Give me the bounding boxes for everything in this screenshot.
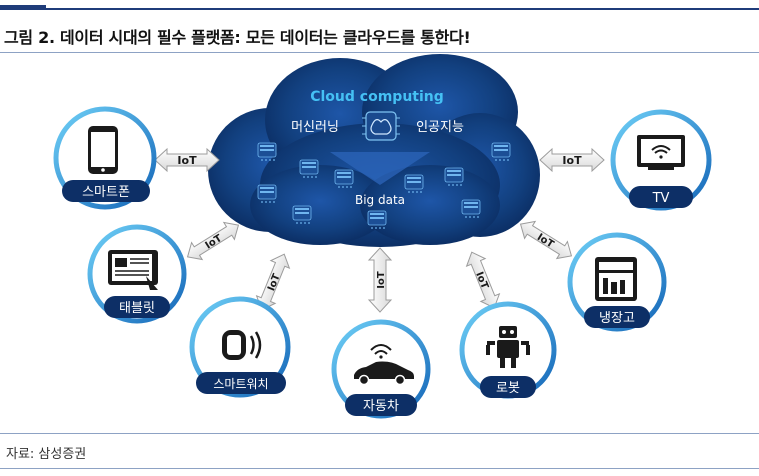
- bigdata-funnel: [330, 152, 430, 185]
- device-tv: TV: [610, 109, 712, 211]
- footer-rule: [0, 468, 759, 469]
- header-accent-bar: [0, 5, 46, 10]
- cloud-shape: [208, 54, 540, 247]
- device-car: 자동차: [331, 319, 431, 419]
- device-label: 태블릿: [119, 301, 155, 316]
- figure-title: 그림 2. 데이터 시대의 필수 플랫폼: 모든 데이터는 클라우드를 통한다!: [4, 28, 471, 47]
- iot-arrow-smartphone: IoT: [154, 147, 220, 173]
- iot-label: IoT: [562, 154, 582, 167]
- device-refrigerator: 냉장고: [567, 232, 667, 332]
- device-label: 냉장고: [599, 311, 635, 326]
- cloud-title: Cloud computing: [310, 89, 444, 105]
- bigdata-label: Big data: [355, 193, 405, 207]
- device-robot: 로봇: [459, 301, 557, 399]
- ai-label: 인공지능: [416, 120, 464, 135]
- iot-label: IoT: [177, 154, 197, 167]
- refrigerator-icon: [595, 257, 637, 301]
- iot-arrow-tablet: IoT: [186, 221, 240, 261]
- device-label: TV: [652, 191, 670, 206]
- car-icon: [354, 344, 414, 386]
- brain-chip-icon: [362, 111, 400, 141]
- iot-arrow-car: IoT: [367, 247, 393, 313]
- machine-learning-label: 머신러닝: [291, 120, 339, 135]
- robot-icon: [486, 326, 530, 368]
- device-tablet: 태블릿: [87, 224, 187, 324]
- iot-arrow-robot: IoT: [465, 251, 501, 309]
- device-label: 자동차: [363, 399, 399, 414]
- iot-arrow-tv: IoT: [539, 147, 605, 173]
- smartwatch-icon: [222, 330, 262, 360]
- title-divider: [0, 52, 759, 53]
- header-rule: [0, 8, 759, 10]
- device-smartwatch: 스마트워치: [189, 296, 291, 398]
- device-label: 스마트폰: [82, 185, 130, 200]
- device-smartphone: 스마트폰: [53, 106, 157, 210]
- iot-arrows: IoT IoT IoT IoT IoT IoT IoT: [154, 147, 605, 313]
- device-label: 로봇: [496, 381, 520, 396]
- device-label: 스마트워치: [213, 377, 268, 391]
- source-note: 자료: 삼성증권: [6, 447, 87, 462]
- footer-divider: [0, 433, 759, 434]
- smartphone-icon: [88, 126, 118, 174]
- iot-label: IoT: [376, 271, 387, 289]
- tablet-icon: [108, 250, 158, 290]
- iot-arrow-refrigerator: IoT: [519, 220, 573, 260]
- tv-icon: [637, 135, 685, 170]
